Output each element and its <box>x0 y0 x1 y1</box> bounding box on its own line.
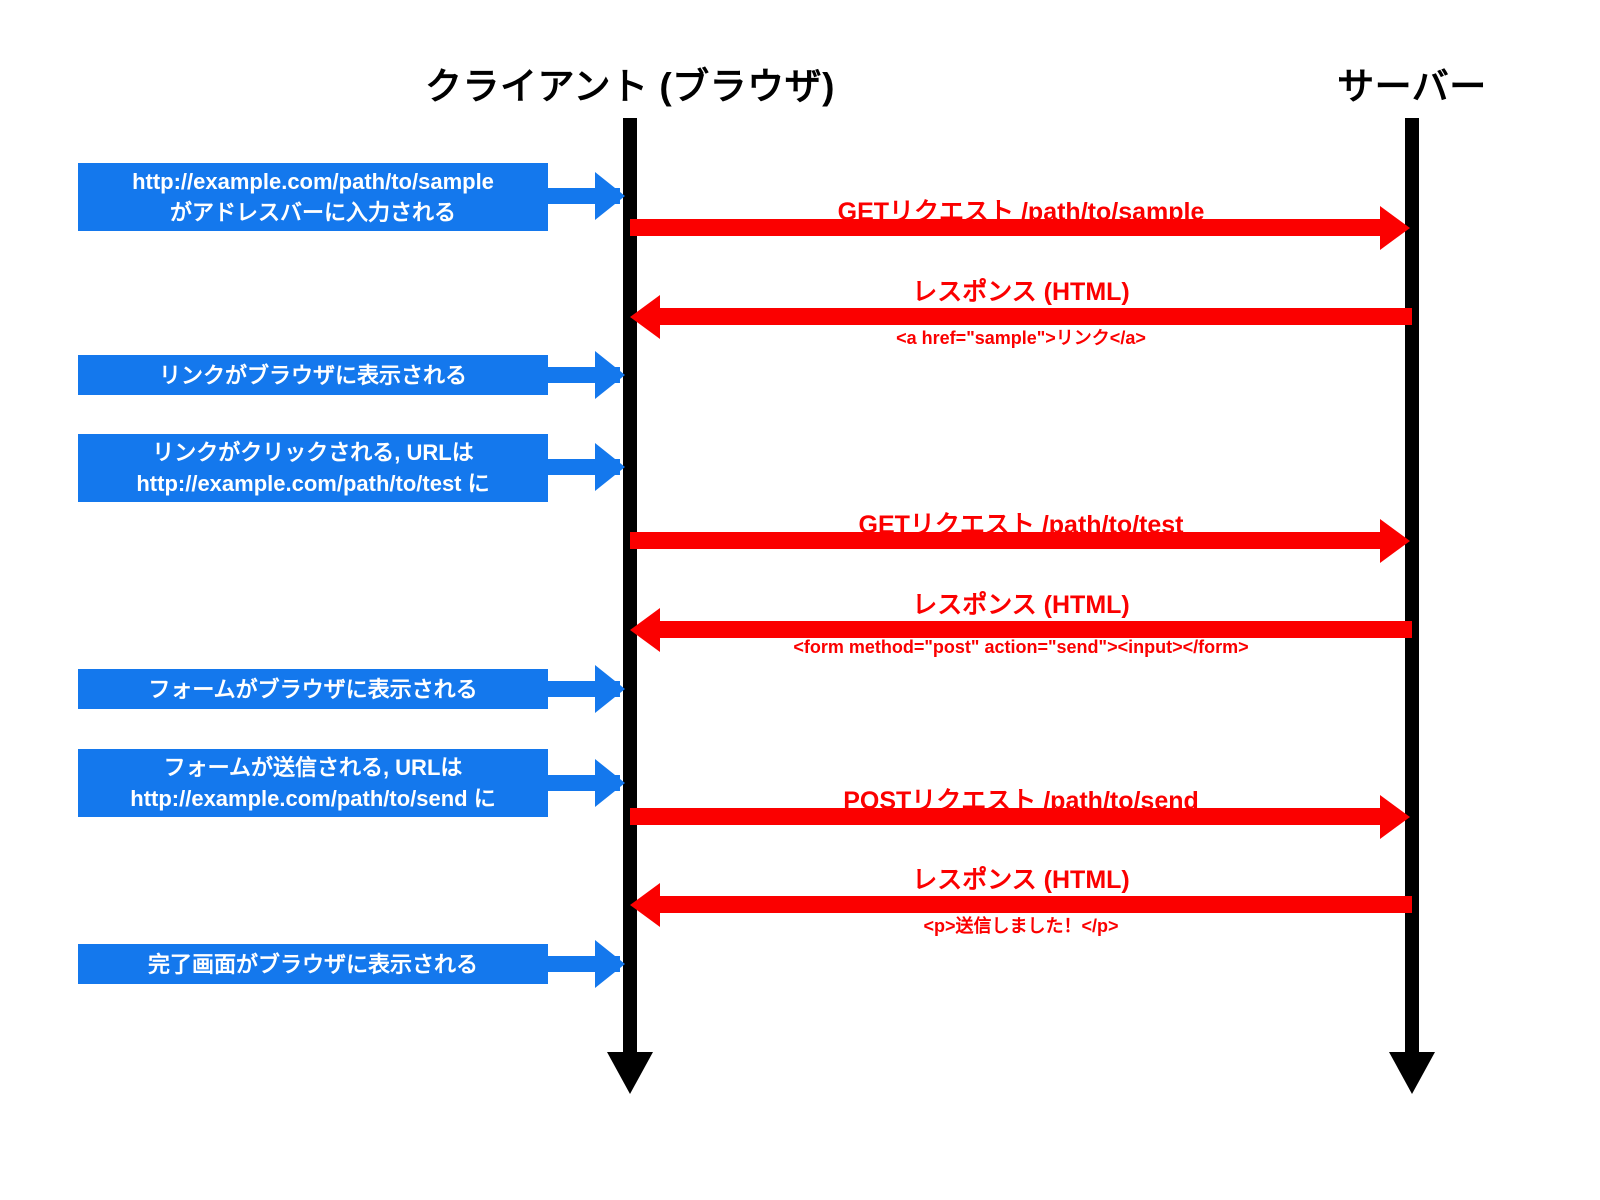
client-action-box-5[interactable]: フォームが送信される, URLは http://example.com/path… <box>78 749 548 817</box>
client-action-arrowhead-2 <box>595 351 625 399</box>
client-action-arrowhead-3 <box>595 443 625 491</box>
client-action-box-2[interactable]: リンクがブラウザに表示される <box>78 355 548 395</box>
client-action-line1-5: フォームが送信される, URLは <box>163 755 463 780</box>
message-label-6: レスポンス (HTML) <box>912 866 1130 894</box>
lifeline-title-client: クライアント (ブラウザ) <box>425 66 835 107</box>
lifeline-title-server: サーバー <box>1337 66 1487 107</box>
client-action-arrowhead-6 <box>595 940 625 988</box>
message-stem-1 <box>630 219 1382 236</box>
client-action-arrowhead-1 <box>595 172 625 220</box>
message-stem-2 <box>660 308 1412 325</box>
client-action-line1-1: http://example.com/path/to/sample <box>132 169 494 194</box>
message-sublabel-4: <form method="post" action="send"><input… <box>793 637 1249 657</box>
lifeline-server <box>1405 118 1419 1058</box>
message-arrowhead-2 <box>630 295 660 339</box>
message-label-2: レスポンス (HTML) <box>912 278 1130 306</box>
client-action-line1-4: フォームがブラウザに表示される <box>148 676 478 702</box>
message-arrowhead-6 <box>630 883 660 927</box>
message-stem-4 <box>660 621 1412 638</box>
client-action-line2-3: http://example.com/path/to/test に <box>136 471 490 496</box>
message-arrowhead-1 <box>1380 206 1410 250</box>
client-action-line1-3: リンクがクリックされる, URLは <box>152 440 474 465</box>
client-action-line2-5: http://example.com/path/to/send に <box>130 786 496 811</box>
message-sublabel-2: <a href="sample">リンク</a> <box>896 328 1146 348</box>
message-stem-6 <box>660 896 1412 913</box>
client-action-line1-2: リンクがブラウザに表示される <box>158 362 467 388</box>
lifeline-client-arrowhead <box>607 1052 653 1094</box>
client-action-arrowhead-5 <box>595 759 625 807</box>
client-action-box-3[interactable]: リンクがクリックされる, URLは http://example.com/pat… <box>78 434 548 502</box>
client-action-box-4[interactable]: フォームがブラウザに表示される <box>78 669 548 709</box>
client-action-box-6[interactable]: 完了画面がブラウザに表示される <box>78 944 548 984</box>
message-label-4: レスポンス (HTML) <box>912 591 1130 619</box>
client-action-box-1[interactable]: http://example.com/path/to/sample がアドレスバ… <box>78 163 548 231</box>
message-stem-3 <box>630 532 1382 549</box>
message-arrowhead-5 <box>1380 795 1410 839</box>
message-sublabel-6: <p>送信しました！</p> <box>923 916 1119 936</box>
client-action-arrowhead-4 <box>595 665 625 713</box>
message-arrowhead-4 <box>630 608 660 652</box>
client-action-line1-6: 完了画面がブラウザに表示される <box>147 951 478 977</box>
message-stem-5 <box>630 808 1382 825</box>
client-action-line2-1: がアドレスバーに入力される <box>169 200 456 225</box>
lifeline-server-arrowhead <box>1389 1052 1435 1094</box>
message-arrowhead-3 <box>1380 519 1410 563</box>
